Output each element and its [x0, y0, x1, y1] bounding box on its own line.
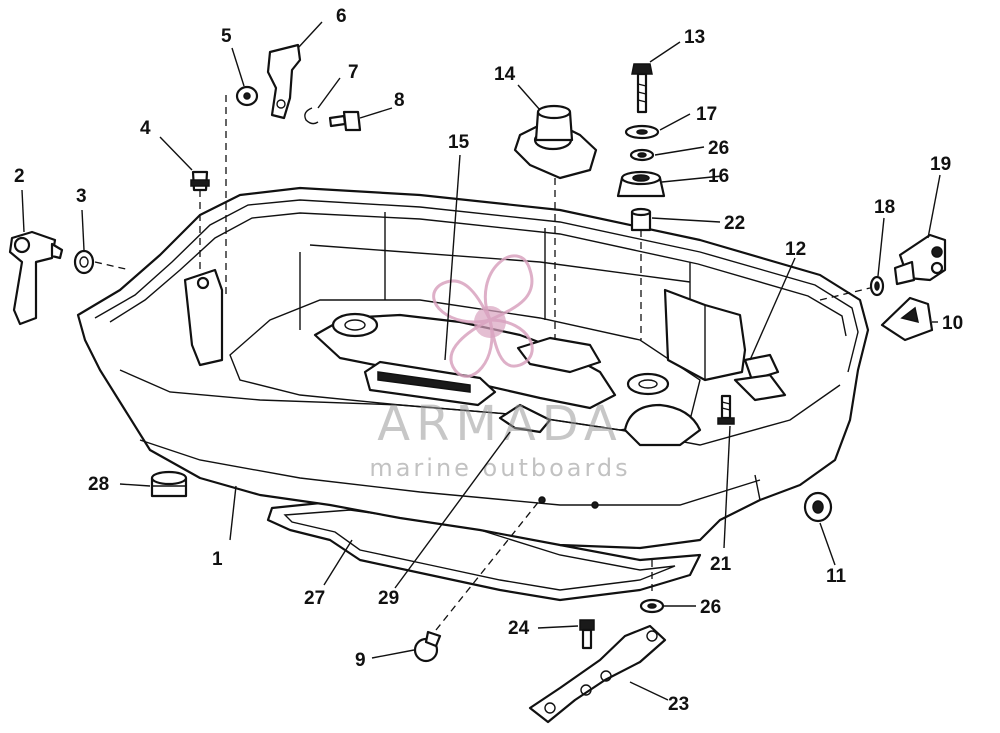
callout-12: 12	[785, 239, 806, 260]
callout-21: 21	[710, 554, 732, 575]
callout-9: 9	[355, 650, 366, 671]
part-6-latch-hook	[266, 43, 302, 120]
watermark: ARMADA marine outboards	[369, 254, 630, 482]
callout-10: 10	[942, 313, 963, 334]
part-9-plug	[413, 630, 442, 663]
part-21-screw	[717, 394, 735, 425]
part-8-screw	[328, 110, 362, 132]
part-19-fitting	[893, 233, 947, 286]
part-24-bolt	[579, 619, 595, 650]
callout-19: 19	[930, 154, 951, 175]
callout-2: 2	[14, 166, 25, 187]
callout-3: 3	[76, 186, 87, 207]
propeller-logo	[432, 254, 534, 378]
part-23-bracket	[528, 624, 667, 724]
lower-cowl	[76, 186, 870, 550]
callout-18: 18	[874, 197, 895, 218]
part-29-clip	[498, 403, 552, 434]
callout-27: 27	[304, 588, 325, 609]
part-13-bolt	[631, 63, 653, 114]
watermark-tagline: marine outboards	[369, 454, 630, 482]
part-18-washer	[869, 275, 885, 297]
callout-26-upper: 26	[708, 138, 729, 159]
part-11-grommet	[803, 491, 833, 523]
part-26-washer-upper	[629, 148, 655, 162]
part-7-clip	[304, 107, 319, 125]
callout-15: 15	[448, 132, 470, 153]
part-3-washer	[73, 249, 95, 275]
part-10-retainer	[880, 296, 934, 342]
callout-6: 6	[336, 6, 347, 27]
propeller-hub	[474, 306, 506, 338]
part-26-washer-lower	[639, 598, 665, 614]
part-16-grommet	[616, 170, 666, 198]
part-28-grommet	[150, 470, 188, 498]
callout-16: 16	[708, 166, 729, 187]
callout-29: 29	[378, 588, 399, 609]
watermark-brand: ARMADA	[377, 396, 622, 452]
callout-23: 23	[668, 694, 689, 715]
callout-labels: 1 2 3 4 5 6 7 8 9 10 11 12 13 14 15 16 1…	[14, 6, 963, 715]
part-15-seal-strip	[363, 360, 497, 407]
leader-lines	[21, 21, 941, 701]
callout-1: 1	[212, 549, 223, 570]
callout-13: 13	[684, 27, 705, 48]
callout-5: 5	[221, 26, 232, 47]
callout-24: 24	[508, 618, 530, 639]
part-22-sleeve	[630, 207, 652, 232]
callout-26-lower: 26	[700, 597, 721, 618]
callout-14: 14	[494, 64, 516, 85]
assembly-guide-lines	[94, 95, 871, 631]
part-2-lever	[8, 230, 64, 326]
callout-11: 11	[826, 566, 847, 587]
callout-17: 17	[696, 104, 717, 125]
part-4-fitting	[190, 170, 210, 192]
part-17-washer	[624, 124, 660, 140]
part-14-mount	[513, 104, 598, 180]
callout-28: 28	[88, 474, 109, 495]
callout-7: 7	[348, 62, 359, 83]
callout-22: 22	[724, 213, 745, 234]
part-5-washer	[235, 85, 259, 107]
callout-8: 8	[394, 90, 405, 111]
callout-4: 4	[140, 118, 151, 139]
